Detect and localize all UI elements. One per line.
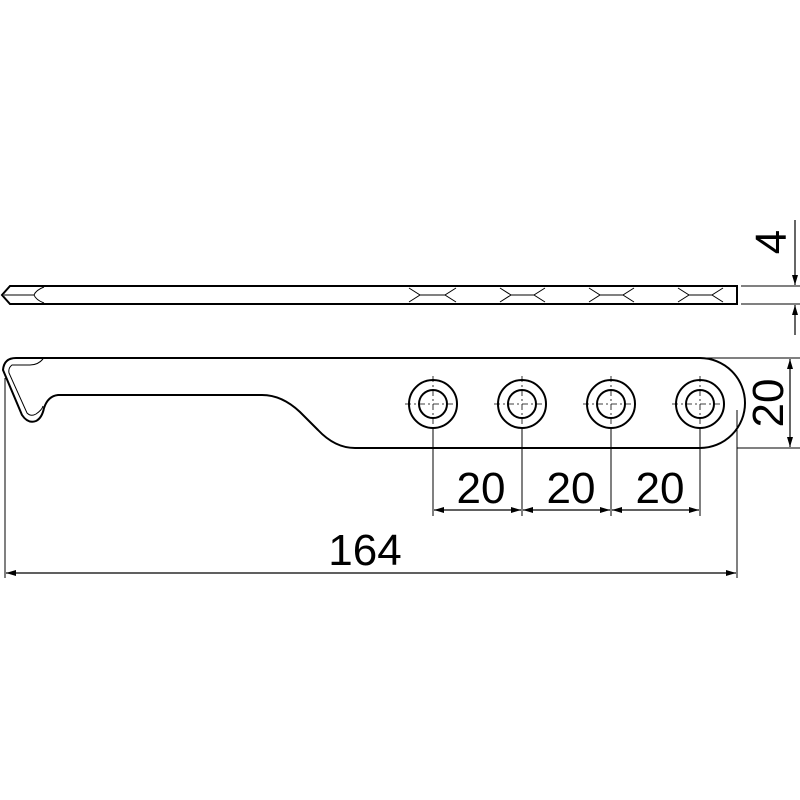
dimension-thickness: 4 xyxy=(741,220,800,335)
pitch-label-3: 20 xyxy=(636,464,685,513)
top-view xyxy=(1,357,746,449)
dimension-width: 20 xyxy=(700,357,800,449)
pitch-label-1: 20 xyxy=(457,464,506,513)
length-label: 164 xyxy=(328,526,401,575)
dimension-hole-pitch: 20 20 20 xyxy=(432,428,701,516)
dimension-overall-length: 164 xyxy=(4,378,738,578)
side-view xyxy=(0,285,738,305)
width-label: 20 xyxy=(744,379,793,428)
thickness-label: 4 xyxy=(747,230,796,254)
hole-marks-side xyxy=(408,287,724,303)
pitch-label-2: 20 xyxy=(547,464,596,513)
centerlines xyxy=(405,376,728,432)
